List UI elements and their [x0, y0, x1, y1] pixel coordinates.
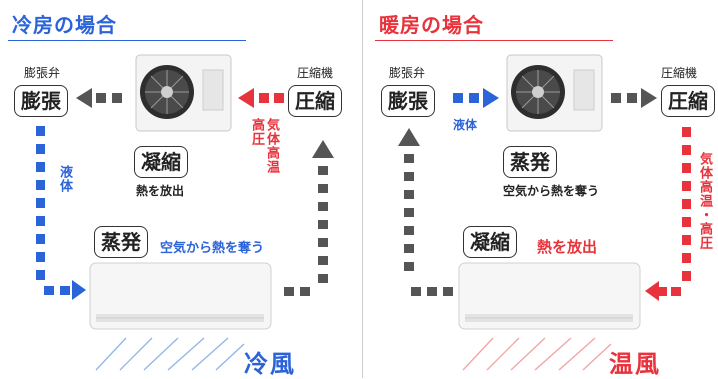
indoor-unit-icon: [458, 262, 641, 330]
condense-caption: 熱を放出: [537, 238, 598, 256]
heating-panel: 暖房の場合: [367, 0, 718, 378]
heating-arrow-to-compressor: [611, 88, 657, 108]
cooling-title-underline: [8, 40, 246, 41]
hot-gas-label: 気体高温・高圧: [697, 152, 712, 250]
evaporate-caption: 空気から熱を奪う: [503, 184, 600, 198]
compressor-label: 圧縮機: [661, 66, 698, 80]
indoor-unit-icon: [89, 262, 272, 330]
condense-box: 凝縮: [463, 226, 517, 258]
expansion-valve-label: 膨張弁: [24, 66, 61, 80]
warm-wind-label: 温風: [609, 350, 661, 378]
compressor-label: 圧縮機: [297, 66, 334, 80]
expansion-valve-label: 膨張弁: [389, 66, 426, 80]
heating-arrow-liquid: [453, 88, 499, 108]
heating-pipe-left: [398, 128, 453, 296]
cooling-pipe-right: [284, 140, 334, 296]
condense-box: 凝縮: [134, 146, 188, 178]
cooling-arrow-hot-gas: [238, 88, 284, 108]
cool-wind-label: 冷風: [244, 350, 296, 378]
compress-box: 圧縮: [661, 85, 715, 117]
liquid-label: 液体: [453, 118, 478, 132]
expansion-box: 膨張: [14, 85, 68, 117]
evaporate-caption: 空気から熱を奪う: [160, 241, 265, 256]
expansion-box: 膨張: [381, 85, 435, 117]
cooling-arrow-to-expansion: [76, 88, 122, 108]
cooling-diagram: [36, 54, 334, 371]
warm-airflow-icon: [462, 337, 612, 371]
outdoor-unit-icon: [506, 54, 603, 132]
outdoor-unit-icon: [135, 54, 232, 132]
liquid-label: 液体: [57, 165, 72, 193]
cooling-pipe-liquid: [36, 126, 86, 300]
evaporate-box: 蒸発: [94, 226, 148, 258]
hot-gas-label: 気体高温高圧: [249, 118, 279, 174]
cooling-panel: 冷房の場合: [0, 0, 359, 378]
heating-pipe-hot-gas: [645, 127, 691, 301]
evaporate-box: 蒸発: [503, 146, 557, 178]
cool-airflow-icon: [95, 337, 245, 371]
heating-title-underline: [375, 40, 613, 41]
heating-diagram: [398, 54, 691, 371]
heating-title: 暖房の場合: [379, 13, 484, 37]
compress-box: 圧縮: [288, 85, 342, 117]
panel-divider: [362, 0, 363, 378]
cooling-title: 冷房の場合: [12, 13, 117, 37]
condense-caption: 熱を放出: [136, 184, 185, 198]
